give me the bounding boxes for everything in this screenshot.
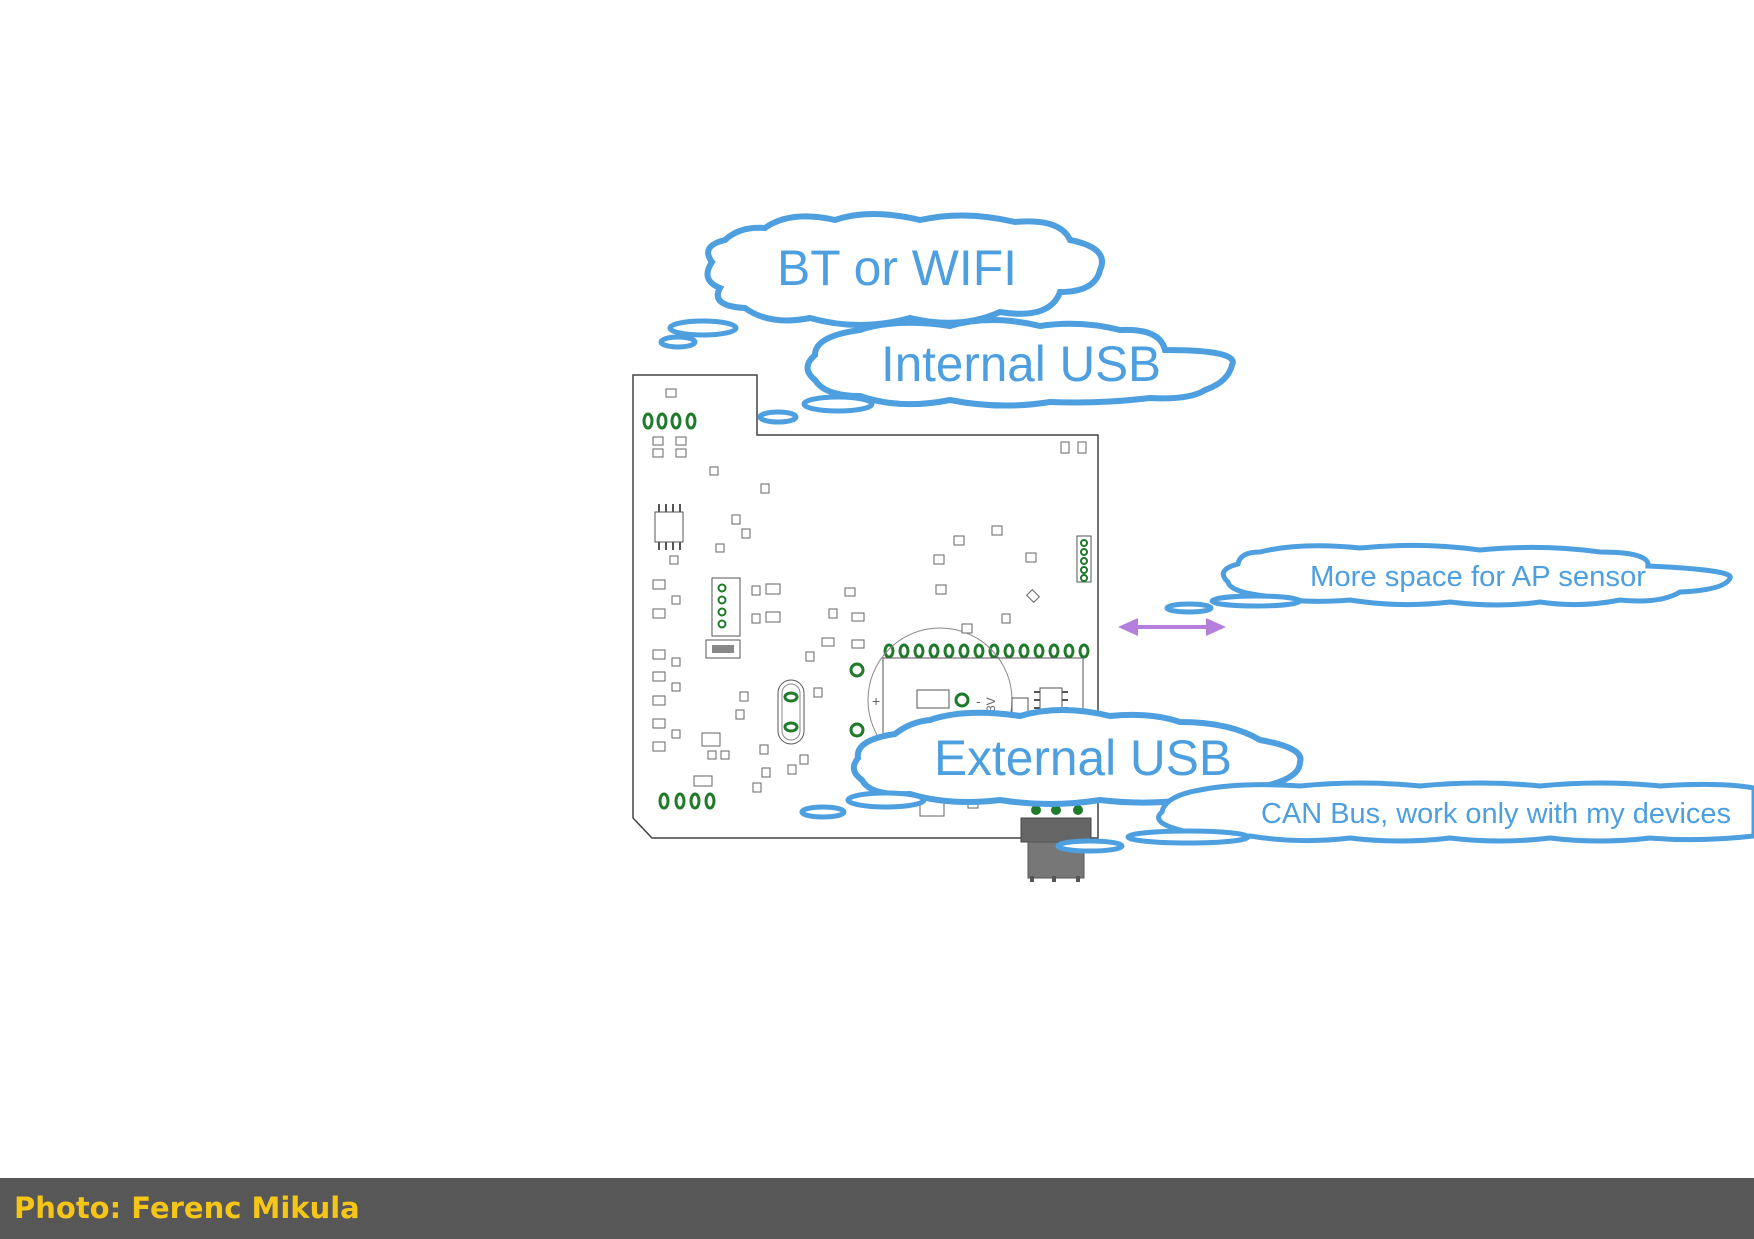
- battery-plus-label: +: [872, 693, 880, 709]
- cloud-internal-usb: [804, 317, 1236, 409]
- cloud-bt-wifi: [704, 211, 1105, 328]
- annotation-ap-sensor: More space for AP sensor: [1310, 561, 1646, 593]
- switch: [705, 639, 741, 659]
- thought-bubbles: [658, 318, 1303, 854]
- crystal: [777, 679, 805, 745]
- annotation-can-bus: CAN Bus, work only with my devices: [1261, 798, 1731, 830]
- photo-credit-bar: Photo: Ferenc Mikula: [0, 1178, 1754, 1239]
- header-pads-right: [1076, 535, 1092, 583]
- module-pads-row: [883, 643, 1090, 659]
- photo-credit: Photo: Ferenc Mikula: [14, 1191, 360, 1225]
- header-pads-bottom-left: [658, 792, 716, 810]
- ic-left: [654, 504, 684, 550]
- header-pads-mid: [711, 577, 741, 637]
- battery-holder: + - 3V: [849, 627, 1084, 773]
- header-pads-top-left: [642, 412, 697, 430]
- ap-sensor-arrow: [1118, 618, 1226, 636]
- annotation-external-usb: External USB: [934, 730, 1232, 786]
- annotation-internal-usb: Internal USB: [881, 336, 1161, 392]
- annotation-bt-wifi: BT or WIFI: [777, 240, 1017, 296]
- battery-voltage-label: 3V: [984, 697, 998, 712]
- can-connector: [1020, 805, 1092, 882]
- battery-minus-label: -: [976, 693, 981, 709]
- cloud-ap-sensor: [1220, 542, 1733, 608]
- smd-components: [652, 388, 1087, 817]
- pcb-annotation-diagram: + - 3V: [632, 211, 1754, 882]
